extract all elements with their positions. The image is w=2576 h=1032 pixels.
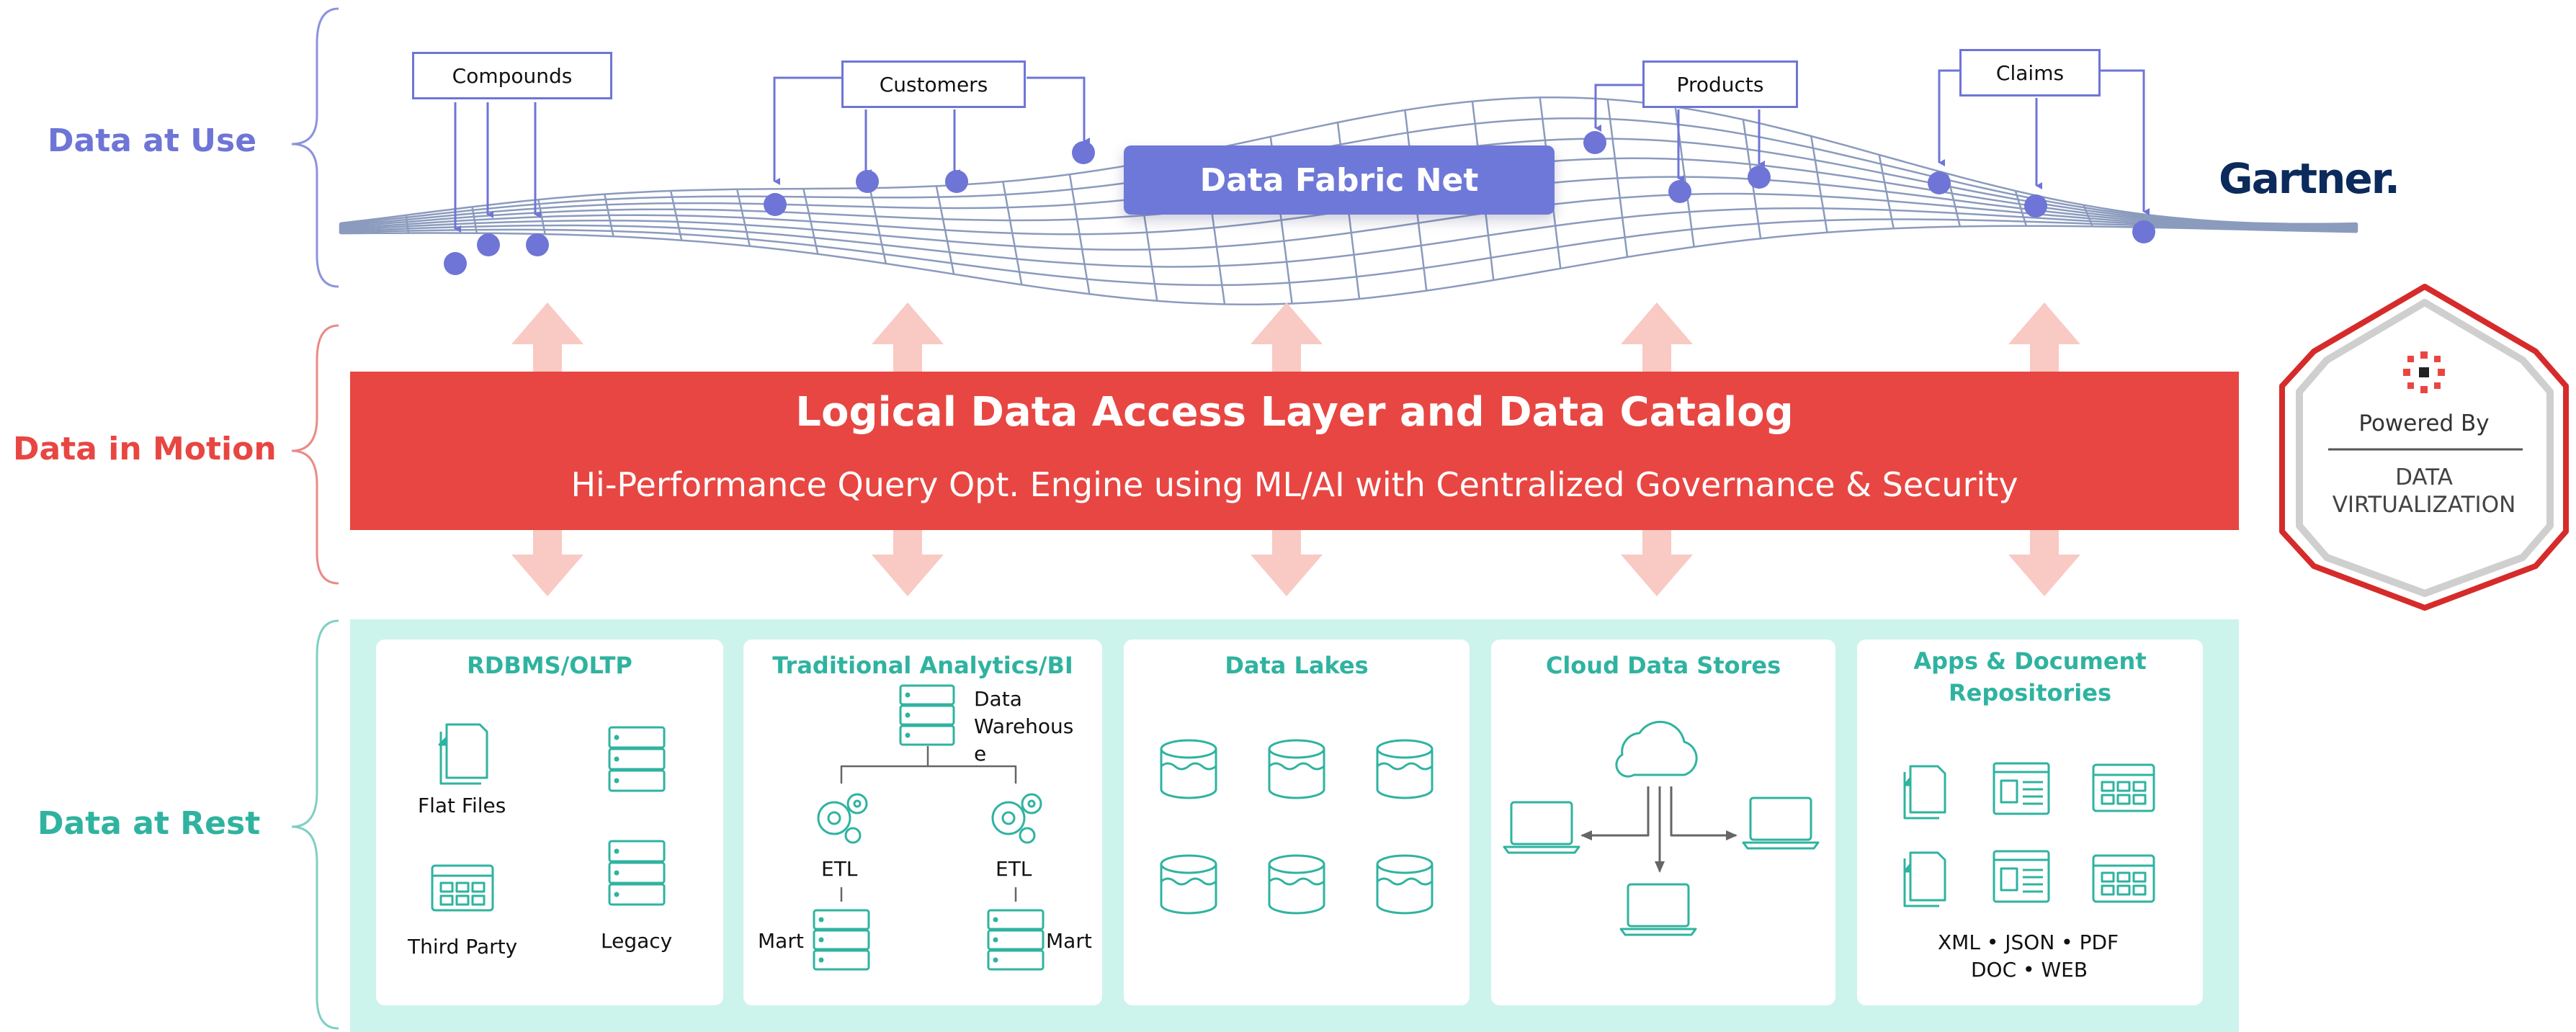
etl-tree-lines [840,746,1017,902]
label-mart-left: Mart [758,929,804,953]
panel-apps-documents: Apps & Document Repositories [1857,640,2203,1005]
mesh-column-line [2083,205,2093,227]
layer-label-motion: Data in Motion [13,431,277,467]
laptop-icon-right [1742,797,1820,850]
data-lake-icon [1268,854,1325,915]
panel-cloud-stores: Cloud Data Stores [1491,640,1835,1005]
entity-compounds: Compounds [412,52,612,99]
layer-label-rest: Data at Rest [37,805,261,842]
flat-files-icon [438,723,488,785]
panel-icons [431,684,2155,971]
brace-rest [291,619,339,1030]
grid-window-icon-1 [2092,763,2155,812]
label-formats-line2: DOC • WEB [1971,958,2088,982]
mesh-column-line [2219,220,2226,230]
mesh-column-line [1068,174,1091,295]
label-data-warehouse-1: Data [974,687,1022,711]
mesh-column-line [405,215,410,233]
data-virtualization-badge [2279,284,2569,611]
badge-powered-by: Powered By [2358,410,2490,436]
label-data-warehouse-2: Warehous [974,714,1074,738]
badge-line-virtualization: VIRTUALIZATION [2332,492,2516,518]
denodo-logo-icon [2403,351,2445,393]
data-lake-icons [1160,739,1434,915]
mart-server-icon-right [987,909,1045,971]
data-fabric-net-label: Data Fabric Net [1124,145,1555,215]
mesh-column-line [1810,135,1828,233]
label-etl-right: ETL [996,857,1032,881]
mesh-column-line [603,194,614,237]
access-layer-subtitle: Hi-Performance Query Opt. Engine using M… [571,465,2018,504]
label-etl-left: ETL [821,857,858,881]
mesh-column-line [471,207,478,233]
mesh-column-line [735,189,751,247]
entity-claims: Claims [1959,49,2101,97]
laptop-icon-left [1503,801,1580,854]
panel-title-data-lakes: Data Lakes [1225,652,1369,679]
label-legacy: Legacy [601,929,673,953]
label-data-warehouse-3: e [974,742,987,766]
data-lake-icon [1160,854,1217,915]
mesh-column-line [802,188,819,255]
data-warehouse-icon [899,684,955,746]
data-lake-icon [1376,739,1434,799]
grid-window-icon-2 [2092,854,2155,903]
mesh-column-line [537,199,546,235]
laptop-icon-center [1619,883,1697,936]
label-flat-files: Flat Files [418,794,506,817]
cloud-connectors [1580,786,1738,873]
etl-gears-icon-right [991,793,1042,844]
document-icon-2 [1903,851,1946,907]
article-icon-2 [1993,850,2050,903]
third-party-icon [431,864,494,912]
label-third-party: Third Party [408,935,518,959]
database-server-icon [608,726,666,792]
mesh-column-line [1606,99,1629,258]
data-lake-icon [1268,739,1325,799]
entity-dots [444,131,2155,275]
brace-motion [291,324,339,585]
panel-rdbms: RDBMS/OLTP [376,640,723,1005]
cloud-icon [1615,720,1698,778]
panel-title-apps-line1: Apps & Document [1913,647,2147,675]
entity-connectors [454,69,2150,233]
mesh-column-line [1002,181,1023,285]
badge-product-name: DATA VIRTUALIZATION [2276,464,2572,519]
mart-server-icon-left [813,909,870,971]
layer-label-use: Data at Use [48,122,257,159]
entity-products: Products [1642,60,1798,108]
mesh-column-line [2151,215,2160,228]
entity-customers: Customers [841,60,1026,108]
panel-title-cloud-stores: Cloud Data Stores [1545,652,1781,679]
logical-data-access-layer: Logical Data Access Layer and Data Catal… [350,372,2239,530]
document-icon-1 [1903,765,1946,820]
label-mart-right: Mart [1046,929,1092,953]
mesh-column-line [669,190,683,241]
panel-data-lakes: Data Lakes [1124,640,1470,1005]
mesh-column-line [869,187,887,264]
mesh-column-line [935,186,955,274]
panel-title-apps-line2: Repositories [1948,679,2112,706]
label-formats-line1: XML • JSON • PDF [1938,930,2119,954]
mesh-column-line [2287,223,2292,231]
etl-gears-icon-left [817,793,868,844]
legacy-server-icon [608,840,666,906]
data-lake-icon [1160,739,1217,799]
brace-use [291,7,339,288]
mesh-column-line [2014,190,2028,227]
article-icon-1 [1993,762,2050,815]
gartner-logo: Gartner. [2219,154,2400,203]
badge-line-data: DATA [2395,465,2453,490]
access-layer-title: Logical Data Access Layer and Data Catal… [795,389,1794,436]
data-lake-icon [1376,854,1434,915]
panel-title-rdbms: RDBMS/OLTP [467,652,632,679]
panel-title-analytics: Traditional Analytics/BI [772,652,1073,679]
mesh-column-line [1878,154,1895,229]
